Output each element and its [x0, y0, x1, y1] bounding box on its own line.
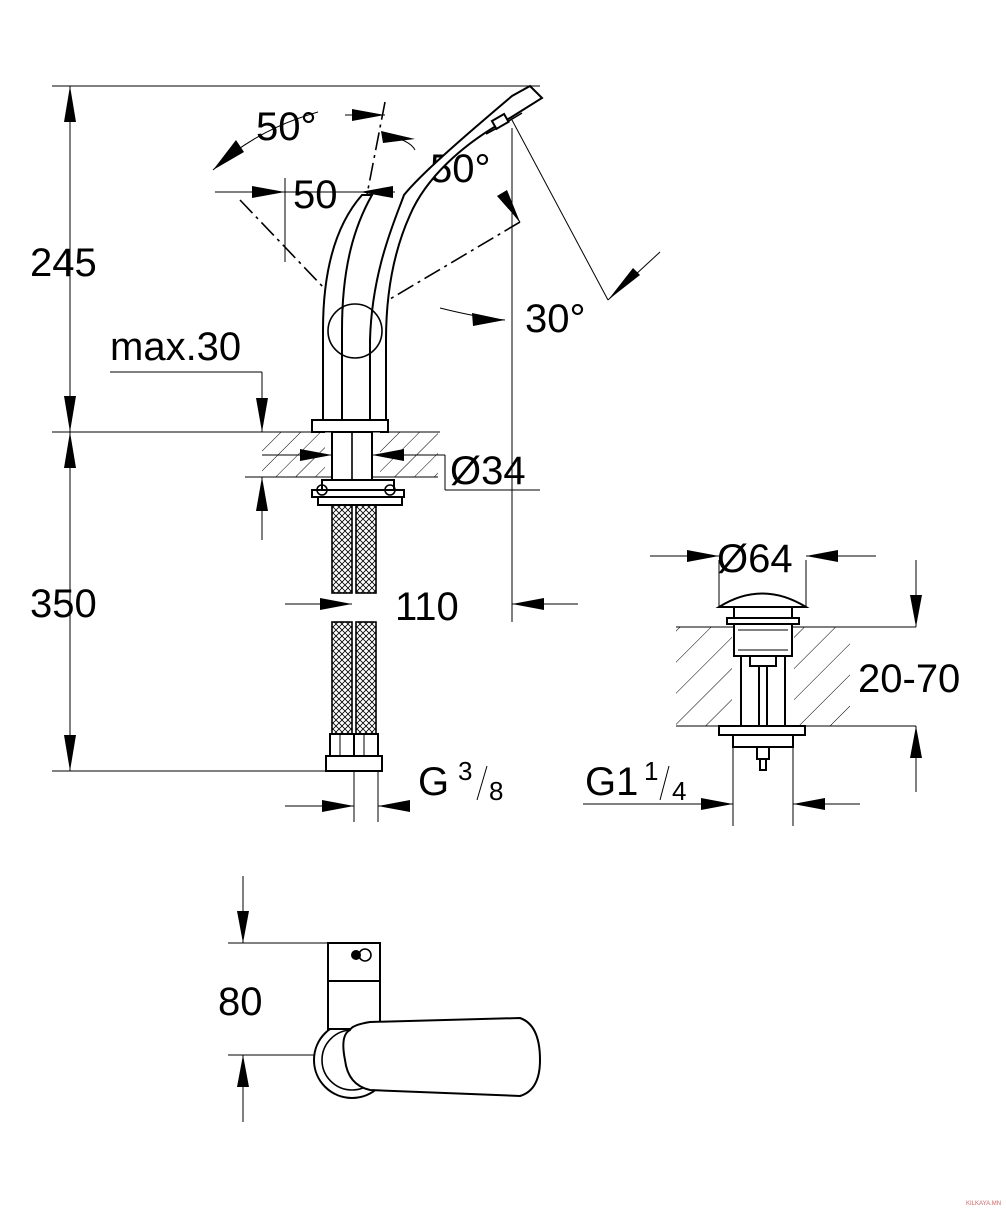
dim-g38: G 3 8 — [285, 756, 503, 812]
label-waste-thread-den: 4 — [672, 776, 686, 806]
label-spout-angle: 30° — [525, 297, 586, 341]
waste-view: Ø64 20-70 G1 1 4 — [583, 537, 960, 826]
label-245: 245 — [30, 241, 97, 285]
label-waste-thread-num: 1 — [644, 756, 658, 786]
label-waste-thread-g: G1 — [585, 760, 638, 804]
supply-hoses — [325, 504, 383, 822]
label-waste-diameter: Ø64 — [717, 537, 793, 581]
label-max30: max.30 — [110, 325, 241, 369]
watermark: KILKAYA.MN — [966, 1201, 1001, 1207]
label-angle-left: 50° — [256, 105, 317, 149]
dim-max30: max.30 — [110, 325, 320, 540]
dim-50: 50 — [215, 173, 395, 262]
dim-d64: Ø64 — [650, 537, 876, 607]
dim-110: 110 — [285, 585, 578, 629]
label-hose-thread-num: 3 — [458, 756, 472, 786]
label-hose-thread-den: 8 — [489, 776, 503, 806]
dim-d34: Ø34 — [262, 449, 540, 493]
label-spout-projection: 110 — [395, 585, 459, 629]
faucet-view: 245 350 50° 50° — [30, 84, 661, 822]
spout-body: 30° — [311, 84, 661, 622]
label-hole-diameter: Ø34 — [450, 449, 526, 493]
countertop — [262, 431, 438, 481]
label-lever-offset: 50 — [293, 173, 338, 217]
dim-350: 350 — [30, 432, 340, 772]
dim-g114: G1 1 4 — [583, 756, 860, 810]
label-350: 350 — [30, 582, 97, 626]
label-hose-thread-g: G — [418, 760, 449, 804]
mounting-nut — [311, 479, 405, 506]
dim-20-70: 20-70 — [858, 560, 960, 792]
label-lever-height: 80 — [218, 980, 263, 1024]
lever-top-view: 80 — [218, 876, 542, 1122]
label-waste-range: 20-70 — [858, 657, 960, 701]
